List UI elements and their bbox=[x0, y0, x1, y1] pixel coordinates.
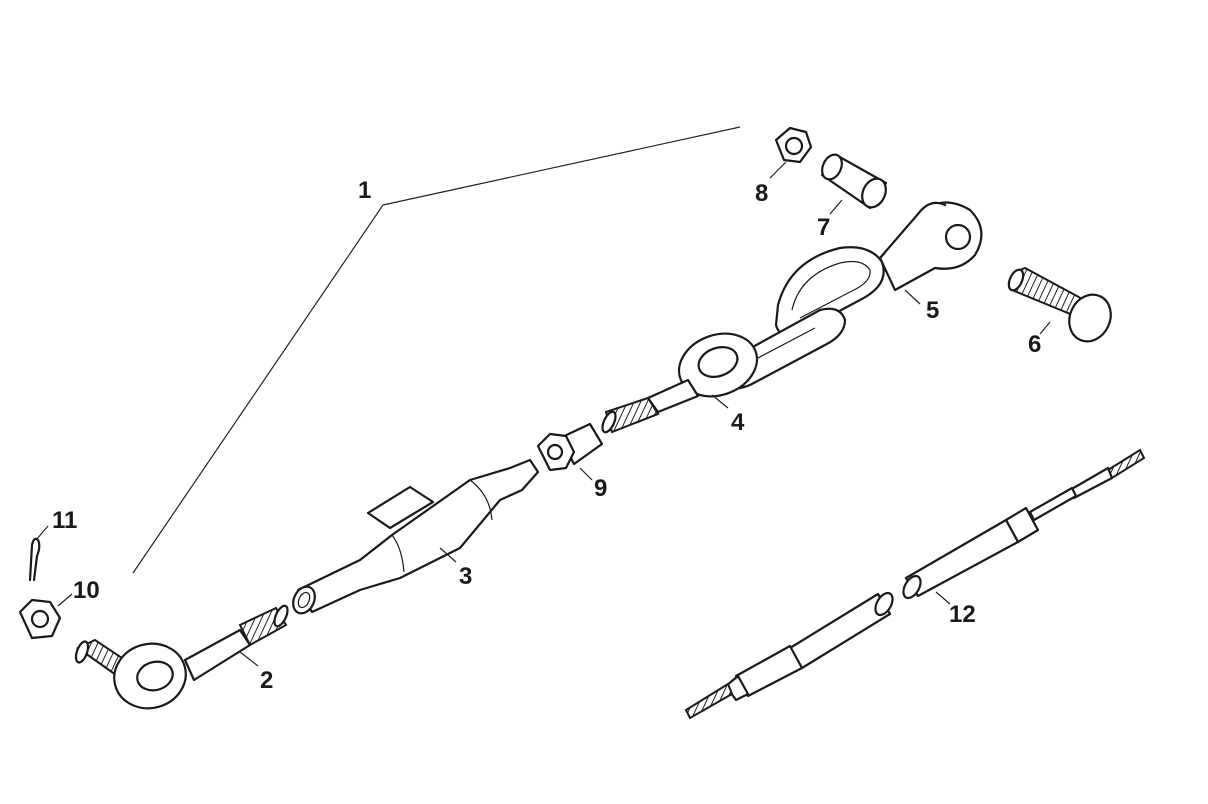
label-part-2: 2 bbox=[260, 667, 273, 694]
label-part-5: 5 bbox=[926, 297, 939, 324]
label-part-12: 12 bbox=[949, 601, 976, 628]
label-part-3: 3 bbox=[459, 563, 472, 590]
part-12-cable[interactable] bbox=[684, 448, 1146, 720]
label-part-1: 1 bbox=[358, 177, 371, 204]
label-part-6: 6 bbox=[1028, 331, 1041, 358]
label-part-8: 8 bbox=[755, 180, 768, 207]
part-9-flanged-nut[interactable] bbox=[536, 422, 604, 481]
part-3-turnbuckle-body[interactable] bbox=[289, 458, 540, 617]
label-part-4: 4 bbox=[731, 409, 745, 436]
part-2-eye-bolt[interactable] bbox=[74, 604, 291, 716]
part-7-sleeve[interactable] bbox=[818, 151, 890, 215]
part-6-threaded-pin[interactable] bbox=[1006, 266, 1118, 348]
label-part-10: 10 bbox=[73, 577, 100, 604]
label-part-11: 11 bbox=[52, 507, 77, 534]
part-8-hex-nut[interactable] bbox=[769, 126, 813, 179]
part-4-eye-bolt[interactable] bbox=[600, 323, 766, 434]
part-11-cotter-pin[interactable] bbox=[28, 525, 49, 582]
label-part-7: 7 bbox=[817, 214, 830, 241]
assembly-bracket-1 bbox=[132, 126, 741, 574]
label-part-9: 9 bbox=[594, 475, 607, 502]
part-10-hex-nut[interactable] bbox=[18, 593, 73, 640]
